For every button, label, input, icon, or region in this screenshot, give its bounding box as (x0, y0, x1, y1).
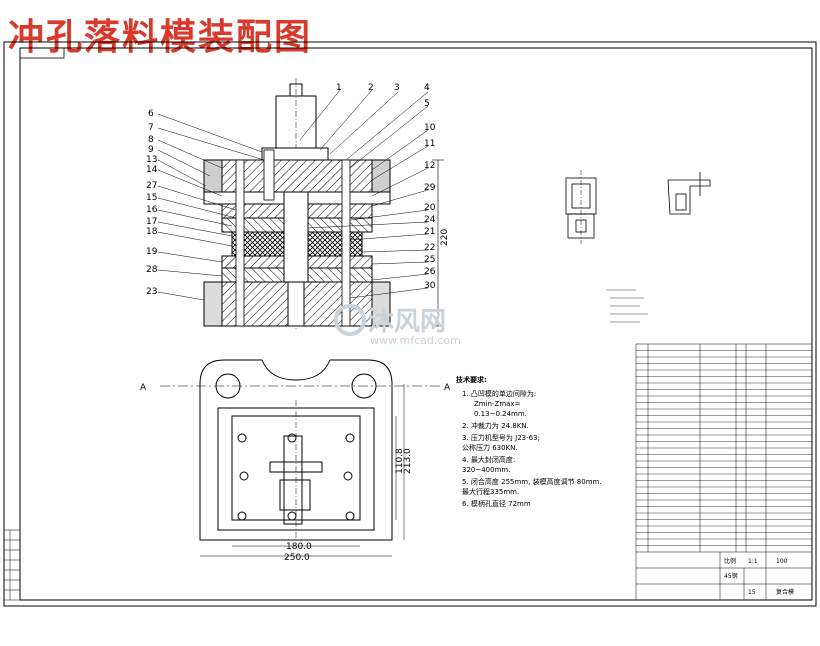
note-line: 1. 凸凹模的单边间隙为: (462, 389, 536, 398)
drawing-name: 复合模 (776, 588, 794, 596)
technical-notes: 技术要求: 1. 凸凹模的单边间隙为: Zmin-Zmax= 0.13~0.24… (456, 375, 602, 508)
section-mark-right: A (444, 383, 451, 393)
part-number: 21 (424, 227, 435, 237)
scale-value: 1:1 (748, 558, 758, 565)
dimension-depth-outer: 213.0 (403, 448, 413, 474)
scale-label: 比例 (724, 557, 736, 565)
detail-notes (606, 289, 648, 323)
dimension-width-outer: 250.0 (284, 553, 310, 563)
part-number: 16 (146, 205, 158, 215)
plan-view (199, 359, 393, 541)
sheet-value: 15 (748, 589, 756, 596)
part-number: 28 (146, 265, 158, 275)
part-number: 27 (146, 181, 157, 191)
quantity-value: 100 (776, 558, 788, 565)
corner-tab (19, 47, 65, 59)
dimension-height: 220 (440, 229, 450, 246)
drawing-title: 冲孔落料模装配图 (8, 16, 313, 58)
note-line: 最大行程335mm. (462, 487, 519, 496)
leader-lines-left (157, 113, 265, 301)
dimension-depth-inner: 110.8 (395, 448, 405, 474)
part-number: 24 (424, 215, 436, 225)
dimension-width-inner: 180.0 (286, 542, 312, 552)
note-line: 4. 最大封闭高度: (462, 455, 515, 464)
part-number: 10 (424, 123, 436, 133)
outer-frame (3, 41, 817, 607)
part-number: 7 (148, 123, 154, 133)
part-number: 5 (424, 99, 430, 109)
part-number: 8 (148, 135, 154, 145)
part-number: 11 (424, 139, 435, 149)
notes-heading: 技术要求: (456, 375, 487, 384)
material-value: 45钢 (724, 572, 738, 580)
note-line: 6. 模柄孔直径 72mm (462, 499, 531, 508)
note-line: 320~400mm. (462, 466, 510, 474)
parts-list-rows (636, 350, 812, 546)
part-number: 22 (424, 243, 435, 253)
part-number: 18 (146, 227, 158, 237)
watermark-cn: 沐风网 (368, 307, 446, 337)
part-numbers-left: 6 7 8 9 13 14 27 15 16 17 18 19 28 23 (146, 109, 158, 297)
note-line: Zmin-Zmax= (474, 400, 521, 408)
part-number: 3 (394, 83, 400, 93)
part-number: 23 (146, 287, 157, 297)
watermark: 沐风网 www.mfcad.com (334, 304, 461, 347)
part-number: 15 (146, 193, 157, 203)
plan-dimensions (200, 384, 405, 557)
part-number: 20 (424, 203, 436, 213)
part-number: 17 (146, 217, 157, 227)
note-line: 5. 闭合高度 255mm, 装模高度调节 80mm. (462, 477, 602, 486)
title-block (636, 551, 812, 600)
section-mark-left: A (140, 383, 147, 393)
front-section-view: 2 20 (203, 78, 450, 330)
note-line: 3. 压力机型号为 J23-63; (462, 433, 540, 442)
part-numbers-right: 1 2 3 4 5 10 11 12 29 20 24 21 22 25 26 … (336, 83, 436, 291)
part-number: 19 (146, 247, 158, 257)
section-line: A A (140, 383, 451, 393)
left-binding-strip (3, 529, 21, 601)
part-number: 25 (424, 255, 435, 265)
part-number: 30 (424, 281, 436, 291)
inner-frame (19, 47, 813, 601)
detail-view-stop (667, 172, 711, 215)
part-number: 6 (148, 109, 154, 119)
part-number: 29 (424, 183, 436, 193)
part-number: 12 (424, 161, 435, 171)
note-line: 2. 冲裁力为 24.8KN. (462, 421, 529, 430)
part-number: 2 (368, 83, 374, 93)
watermark-en: www.mfcad.com (370, 334, 461, 347)
part-number: 26 (424, 267, 436, 277)
note-line: 0.13~0.24mm. (474, 410, 527, 418)
part-number: 1 (336, 83, 342, 93)
part-number: 9 (148, 145, 154, 155)
detail-view-punch (565, 170, 597, 244)
part-number: 4 (424, 83, 430, 93)
leader-lines-right (299, 89, 429, 299)
note-line: 公称压力 630KN. (462, 443, 518, 452)
part-number: 13 (146, 155, 157, 165)
part-number: 14 (146, 165, 158, 175)
